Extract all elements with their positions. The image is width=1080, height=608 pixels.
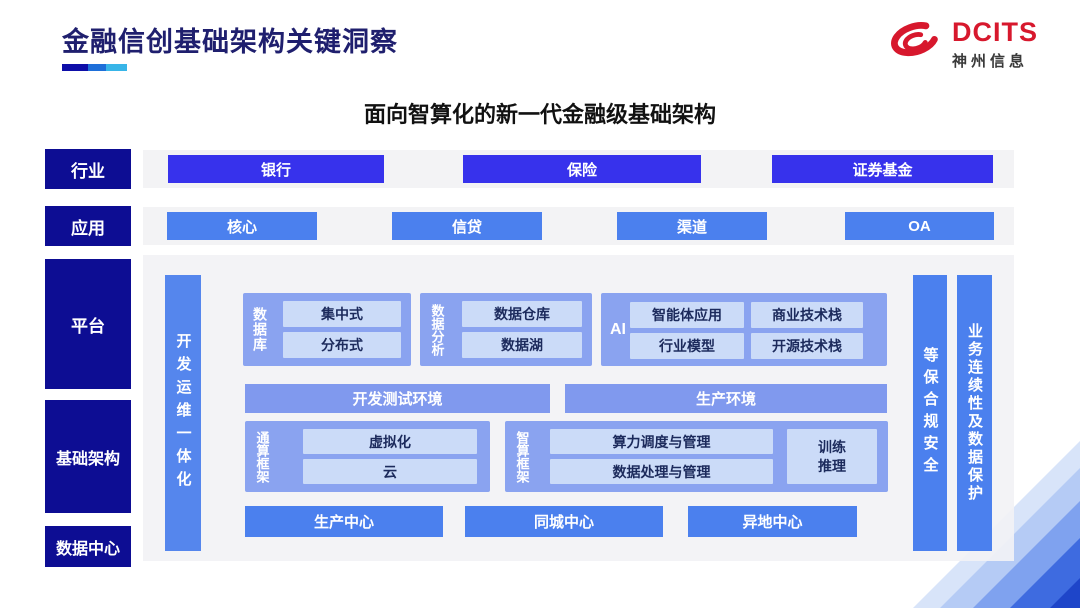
intelligent-item-compute-scheduling: 算力调度与管理 bbox=[550, 429, 773, 454]
analytics-group: 数据分析 数据仓库 数据湖 bbox=[420, 293, 592, 366]
analytics-item-lake: 数据湖 bbox=[462, 332, 582, 358]
application-item-oa: OA bbox=[845, 212, 994, 240]
ai-group-label: AI bbox=[610, 320, 626, 338]
analytics-item-warehouse: 数据仓库 bbox=[462, 301, 582, 327]
intelligent-item-data-processing: 数据处理与管理 bbox=[550, 459, 773, 484]
ai-item-agent-apps: 智能体应用 bbox=[630, 302, 744, 328]
ai-item-industry-models: 行业模型 bbox=[630, 333, 744, 359]
row-label-infrastructure: 基础架构 bbox=[45, 400, 131, 513]
application-item-channel: 渠道 bbox=[617, 212, 767, 240]
env-production: 生产环境 bbox=[565, 384, 887, 413]
row-label-platform: 平台 bbox=[45, 259, 131, 389]
training-inference-box: 训练推理 bbox=[787, 429, 877, 484]
general-framework-label: 通算框架 bbox=[254, 430, 270, 483]
diagram-subtitle: 面向智算化的新一代金融级基础架构 bbox=[363, 102, 716, 127]
analytics-group-label: 数据分析 bbox=[429, 303, 445, 356]
application-item-core: 核心 bbox=[167, 212, 317, 240]
general-item-virtualization: 虚拟化 bbox=[303, 429, 477, 454]
devops-bar: 开发运维一体化 bbox=[165, 275, 201, 551]
industry-item-insurance: 保险 bbox=[463, 155, 701, 183]
brand-name: DCITS bbox=[952, 17, 1038, 47]
database-group: 数据库 集中式 分布式 bbox=[243, 293, 411, 366]
page-title: 金融信创基础架构关键洞察 bbox=[62, 27, 398, 57]
general-framework-group: 通算框架 虚拟化 云 bbox=[245, 421, 490, 492]
row-label-application: 应用 bbox=[45, 206, 131, 246]
ai-group: AI 智能体应用 商业技术栈 行业模型 开源技术栈 bbox=[601, 293, 887, 366]
center-item-same-city: 同城中心 bbox=[465, 506, 663, 537]
company-name: 神州信息 bbox=[952, 52, 1029, 70]
security-compliance-bar: 等保合规安全 bbox=[913, 275, 947, 551]
industry-item-securities: 证券基金 bbox=[772, 155, 993, 183]
ai-item-commercial-stack: 商业技术栈 bbox=[751, 302, 863, 328]
business-continuity-bar: 业务连续性及数据保护 bbox=[957, 275, 992, 551]
intelligent-framework-group: 智算框架 算力调度与管理 数据处理与管理 训练推理 bbox=[505, 421, 888, 492]
database-group-label: 数据库 bbox=[252, 307, 268, 352]
application-item-credit: 信贷 bbox=[392, 212, 542, 240]
intelligent-framework-label: 智算框架 bbox=[514, 430, 530, 483]
center-item-production: 生产中心 bbox=[245, 506, 443, 537]
database-item-distributed: 分布式 bbox=[283, 332, 401, 358]
training-inference-label: 训练推理 bbox=[818, 438, 846, 474]
center-item-remote: 异地中心 bbox=[688, 506, 857, 537]
database-item-centralized: 集中式 bbox=[283, 301, 401, 327]
industry-item-bank: 银行 bbox=[168, 155, 384, 183]
general-item-cloud: 云 bbox=[303, 459, 477, 484]
row-label-datacenter: 数据中心 bbox=[45, 526, 131, 567]
row-label-industry: 行业 bbox=[45, 149, 131, 189]
env-dev-test: 开发测试环境 bbox=[245, 384, 550, 413]
brand-logo: DCITS 神州信息 bbox=[888, 17, 1038, 71]
dcits-swirl-icon bbox=[891, 22, 938, 57]
ai-item-opensource-stack: 开源技术栈 bbox=[751, 333, 863, 359]
title-underline bbox=[62, 64, 127, 71]
